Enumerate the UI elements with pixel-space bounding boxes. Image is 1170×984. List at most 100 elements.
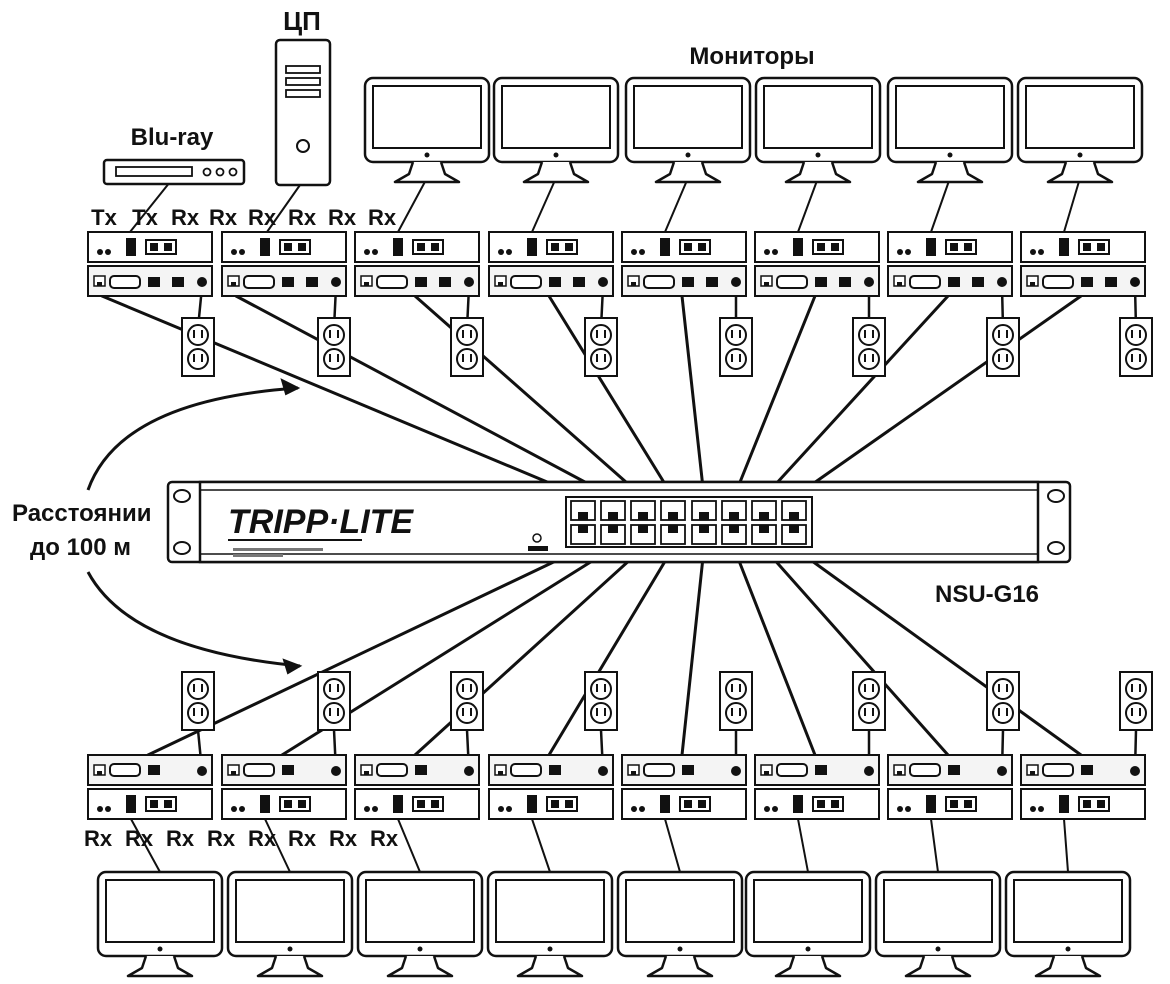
status-led-icon <box>97 806 103 812</box>
outlet-socket-icon <box>187 678 209 700</box>
top-cat-cable <box>234 294 615 499</box>
bottom-monitor <box>616 870 744 978</box>
monitor-stand <box>784 161 852 184</box>
hdmi-port-icon <box>793 238 803 256</box>
outlet-plate <box>181 671 215 731</box>
rj45-port-clip <box>764 282 769 286</box>
rj45-port-clip <box>97 771 102 775</box>
monitor-stand <box>1046 161 1114 184</box>
monitor-stand <box>654 161 722 184</box>
usb-port-icon <box>573 277 585 287</box>
player-button-icon <box>202 167 212 177</box>
hdmi-out-icon <box>815 277 827 287</box>
hdmi-out-icon <box>948 765 960 775</box>
bottom-port-label: Rx <box>370 826 399 851</box>
hdmi-cable <box>797 818 809 873</box>
monitor-screen <box>495 879 605 943</box>
extender-upper-panel <box>221 754 347 786</box>
wall-outlet <box>986 671 1020 731</box>
serial-port-icon <box>243 763 275 777</box>
power-jack-icon <box>464 277 474 287</box>
outlet-socket-icon <box>725 348 747 370</box>
extender-lower-panel <box>754 265 880 297</box>
wall-outlet <box>719 317 753 377</box>
monitor-screen <box>1025 85 1135 149</box>
power-jack-icon <box>1130 766 1140 776</box>
switch-power-led <box>528 546 548 551</box>
power-jack-icon <box>731 277 741 287</box>
hdmi-cable <box>664 818 681 873</box>
dip-switch-knob <box>817 800 825 808</box>
wall-outlet <box>852 317 886 377</box>
monitor-screen <box>235 879 345 943</box>
power-jack-icon <box>864 277 874 287</box>
status-led-icon <box>364 249 370 255</box>
outlet-socket-icon <box>992 348 1014 370</box>
distance-label-line1: Расстоянии <box>12 500 152 527</box>
outlet-socket-icon <box>725 324 747 346</box>
hdmi-out-icon <box>815 765 827 775</box>
serial-port-icon <box>1042 275 1074 289</box>
hdmi-port-icon <box>527 795 537 813</box>
serial-port-icon <box>1042 763 1074 777</box>
outlet-socket-icon <box>1125 348 1147 370</box>
hdmi-cable <box>130 818 161 873</box>
status-led-icon <box>105 249 111 255</box>
rj45-port-clip <box>1030 282 1035 286</box>
top-port-label: Rx <box>171 205 200 230</box>
hdmi-port-icon <box>1059 795 1069 813</box>
monitor-power-dot <box>815 152 821 158</box>
hdmi-out-icon <box>148 277 160 287</box>
monitor-screen <box>1013 879 1123 943</box>
dip-switch-knob <box>284 243 292 251</box>
switch-port-clip <box>699 512 709 520</box>
status-led-icon <box>905 806 911 812</box>
model-fineprint <box>233 554 283 557</box>
usb-port-icon <box>1105 277 1117 287</box>
outlet-socket-icon <box>858 678 880 700</box>
top-port-label: Rx <box>288 205 317 230</box>
wall-outlet <box>181 671 215 731</box>
bottom-port-label: Rx <box>248 826 277 851</box>
power-jack-icon <box>331 277 341 287</box>
switch-port-clip <box>668 525 678 533</box>
monitor-power-dot <box>677 946 683 952</box>
outlet-socket-icon <box>323 702 345 724</box>
wall-outlet <box>317 671 351 731</box>
status-led-icon <box>639 249 645 255</box>
outlet-socket-icon <box>590 348 612 370</box>
status-led-icon <box>498 249 504 255</box>
status-led-icon <box>498 806 504 812</box>
top-monitor <box>1016 76 1144 184</box>
monitor-stand <box>774 955 842 978</box>
monitor-stand <box>1034 955 1102 978</box>
monitor-screen <box>365 879 475 943</box>
power-jack-icon <box>197 277 207 287</box>
drive-bay-icon <box>285 89 321 98</box>
serial-port-icon <box>109 275 141 289</box>
hdmi-out-icon <box>549 765 561 775</box>
hdmi-port-icon <box>126 795 136 813</box>
receiver-unit <box>221 754 347 820</box>
monitor-stand <box>256 955 324 978</box>
hdmi-out-icon <box>682 277 694 287</box>
outlet-socket-icon <box>456 702 478 724</box>
status-led-icon <box>1038 249 1044 255</box>
monitor-power-dot <box>947 152 953 158</box>
serial-port-icon <box>243 275 275 289</box>
hdmi-cable <box>930 177 951 233</box>
outlet-socket-icon <box>590 324 612 346</box>
serial-port-icon <box>776 275 808 289</box>
rack-mount-hole-icon <box>173 489 191 503</box>
usb-port-icon <box>839 277 851 287</box>
wall-outlet <box>719 671 753 731</box>
top-cat-cable <box>732 294 817 499</box>
switch-port-clip <box>578 525 588 533</box>
dip-switch-knob <box>298 800 306 808</box>
dip-switch-knob <box>565 243 573 251</box>
wall-outlet <box>181 317 215 377</box>
status-led-icon <box>631 806 637 812</box>
top-port-label: Tx <box>132 205 158 230</box>
top-port-label: Rx <box>209 205 238 230</box>
hdmi-port-icon <box>1059 238 1069 256</box>
